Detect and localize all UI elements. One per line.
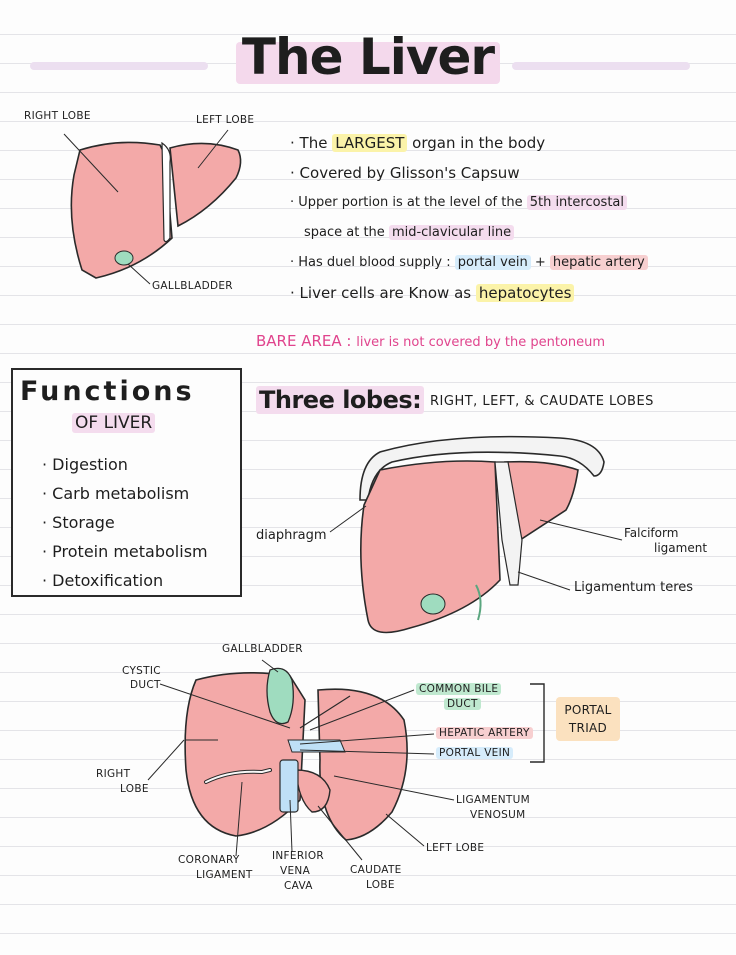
label-right-lobe: RIGHT LOBE (24, 110, 91, 122)
label-ivc-2: VENA (280, 865, 311, 877)
function-item: · Digestion (42, 455, 128, 474)
fact-upper-portion: · Upper portion is at the level of the 5… (290, 188, 648, 218)
label-lig-venosum-2: VENOSUM (470, 809, 526, 821)
title-rule-left (30, 62, 208, 70)
label-caudate-2: LOBE (366, 879, 395, 891)
leader-diaphragm (329, 505, 367, 533)
liver-sketch-3 (147, 659, 545, 861)
falciform-shape (494, 461, 523, 586)
label-gallbladder-3: GALLBLADDER (222, 643, 303, 655)
label-diaphragm: diaphragm (256, 528, 327, 543)
label-teres: Ligamentum teres (574, 580, 694, 595)
bare-area-note: BARE AREA : liver is not covered by the … (256, 332, 606, 350)
leader-coronary (235, 781, 243, 857)
fact-hepatocytes: · Liver cells are Know as hepatocytes (290, 278, 648, 308)
portal-vein-shape (287, 739, 346, 753)
leader-ivc (289, 799, 293, 853)
right-lobe-shape (70, 141, 173, 279)
gallbladder-shape-2 (420, 593, 446, 615)
label-cystic-2: DUCT (130, 679, 161, 691)
coronary-shape-b (205, 769, 271, 783)
ligament-shape (161, 141, 171, 243)
page-title: The Liver (241, 28, 495, 86)
liver-sketch-2 (329, 435, 623, 634)
leader-caudate (317, 805, 363, 861)
gallbladder-shape-3 (266, 667, 294, 725)
function-item: · Detoxification (42, 571, 164, 590)
label-left-lobe: LEFT LOBE (196, 114, 255, 126)
function-item: · Protein metabolism (42, 542, 208, 561)
label-lig-venosum-1: LIGAMENTUM (456, 794, 530, 806)
gallbladder-shape (114, 250, 134, 266)
leader-left-lobe-3 (385, 813, 425, 847)
label-common-bile-2: DUCT (444, 698, 481, 710)
leader-hepatic-artery (299, 733, 435, 745)
label-common-bile-1: COMMON BILE (416, 683, 502, 695)
functions-subtitle: OF LIVER (72, 413, 156, 433)
liver-sketch-1 (63, 129, 242, 285)
portal-triad-bracket (530, 683, 545, 763)
label-left-lobe-3: LEFT LOBE (426, 842, 485, 854)
function-item: · Carb metabolism (42, 484, 190, 503)
title-rule-right (512, 62, 690, 70)
label-coronary-1: CORONARY (178, 854, 240, 866)
leader-teres (517, 571, 571, 591)
fact-glisson: · Covered by Glisson's Capsuw (290, 164, 520, 182)
duct-shape (299, 695, 351, 729)
left-lobe-shape-3 (317, 688, 408, 841)
left-lobe-shape-2 (504, 460, 579, 542)
leader-gallbladder (127, 263, 151, 285)
label-falciform-2: ligament (654, 541, 708, 555)
functions-box (11, 368, 242, 597)
leader-left-lobe (197, 129, 229, 169)
label-coronary-2: LIGAMENT (196, 869, 253, 881)
leader-lig-venosum (333, 775, 455, 801)
teres-shape (475, 584, 482, 621)
label-gallbladder: GALLBLADDER (152, 280, 233, 292)
left-lobe-shape (169, 142, 242, 228)
three-lobes-text: RIGHT, LEFT, & CAUDATE LOBES (430, 394, 654, 409)
label-ivc-1: INFERIOR (272, 850, 324, 862)
facts-list: · The LARGEST organ in the body · Covere… (290, 128, 648, 308)
leader-falciform (539, 519, 623, 541)
label-ivc-3: CAVA (284, 880, 313, 892)
label-caudate-1: CAUDATE (350, 864, 402, 876)
leader-common-bile (309, 689, 415, 731)
functions-title: Functions (20, 376, 195, 407)
label-falciform-1: Falciform (624, 526, 679, 540)
function-item: · Storage (42, 513, 115, 532)
leader-cystic (159, 683, 291, 729)
diaphragm-shape (359, 435, 605, 501)
label-right-lobe-3a: RIGHT (96, 768, 131, 780)
ivc-shape (279, 759, 299, 813)
leader-portal-vein (299, 749, 435, 755)
fact-blood-supply: · Has duel blood supply : portal vein + … (290, 248, 648, 278)
fact-largest: · The LARGEST organ in the body (290, 134, 546, 152)
functions-list: · Digestion · Carb metabolism · Storage … (42, 450, 208, 595)
label-portal-vein: PORTAL VEIN (436, 747, 514, 759)
label-right-lobe-3b: LOBE (120, 783, 149, 795)
three-lobes-title: Three lobes: (256, 386, 425, 414)
fact-midclavicular: space at the mid-clavicular line (290, 218, 648, 248)
leader-right-lobe (63, 133, 119, 193)
right-lobe-shape-2 (360, 460, 501, 634)
leader-right-lobe-3 (147, 739, 185, 781)
label-hepatic-artery: HEPATIC ARTERY (436, 727, 533, 739)
caudate-shape (295, 769, 331, 813)
label-cystic-1: CYSTIC (122, 665, 161, 677)
leader-gallbladder-3 (261, 659, 279, 673)
